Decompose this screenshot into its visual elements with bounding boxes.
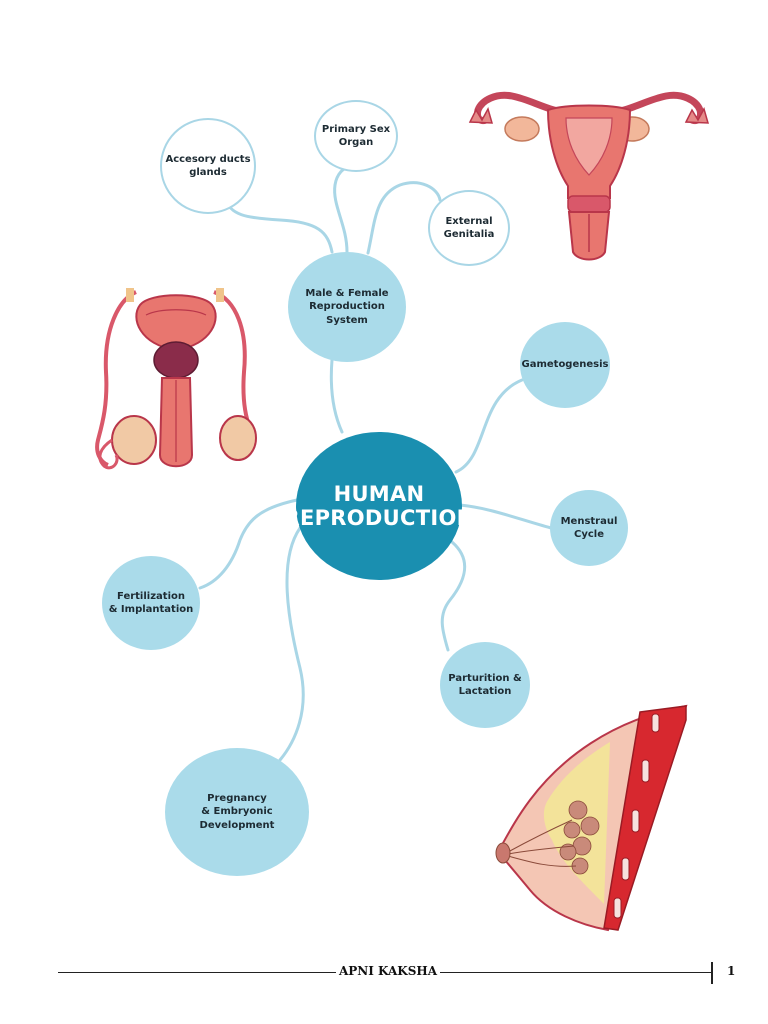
node-pregnancy-embryonic-development[interactable]: Pregnancy & Embryonic Development xyxy=(165,748,309,876)
connector-center-pregnancy xyxy=(278,526,305,762)
male-reproductive-illustration xyxy=(95,288,257,470)
node-accessory-ducts-glands[interactable]: Accesory ducts glands xyxy=(160,118,256,214)
connector-center-menstrual xyxy=(458,503,553,530)
node-external-genitalia[interactable]: External Genitalia xyxy=(428,190,510,266)
node-parturition-label: Parturition & Lactation xyxy=(448,672,522,698)
node-accessory-label: Accesory ducts glands xyxy=(165,153,251,179)
connector-system-accessory xyxy=(223,196,334,254)
node-external-label: External Genitalia xyxy=(443,215,495,241)
node-primary-sex-organ[interactable]: Primary Sex Organ xyxy=(314,100,398,172)
node-pregnancy-label: Pregnancy & Embryonic Development xyxy=(199,792,275,831)
footer-rule-left xyxy=(58,972,336,973)
footer-brand: APNI KAKSHA xyxy=(338,964,438,978)
connector-system-primary xyxy=(333,163,352,254)
node-fertilization-label: Fertilization & Implantation xyxy=(108,590,194,616)
connector-center-fertilization xyxy=(198,498,299,590)
connector-system-external xyxy=(366,181,442,255)
page-number: 1 xyxy=(727,964,736,978)
node-primary-label: Primary Sex Organ xyxy=(321,123,391,149)
connectors xyxy=(198,163,553,762)
node-gametogenesis[interactable]: Gametogenesis xyxy=(520,322,610,408)
node-parturition-lactation[interactable]: Parturition & Lactation xyxy=(440,642,530,728)
center-node-label: HUMAN REPRODUCTION xyxy=(283,481,475,530)
breast-anatomy-illustration xyxy=(495,704,688,932)
center-node-human-reproduction[interactable]: HUMAN REPRODUCTION xyxy=(284,432,474,580)
node-system-label: Male & Female Reproduction System xyxy=(305,287,389,326)
footer-separator xyxy=(711,962,713,984)
female-reproductive-illustration xyxy=(468,91,710,261)
node-fertilization-implantation[interactable]: Fertilization & Implantation xyxy=(102,556,200,650)
node-gametogenesis-label: Gametogenesis xyxy=(521,359,609,371)
connector-center-gametogenesis xyxy=(454,378,524,474)
node-male-female-reproduction-system[interactable]: Male & Female Reproduction System xyxy=(288,252,406,362)
node-menstrual-label: Menstraul Cycle xyxy=(560,515,618,541)
connector-center-parturition xyxy=(440,540,467,652)
footer-rule-right xyxy=(440,972,712,973)
connector-center-system xyxy=(329,358,344,434)
node-menstrual-cycle[interactable]: Menstraul Cycle xyxy=(550,490,628,566)
